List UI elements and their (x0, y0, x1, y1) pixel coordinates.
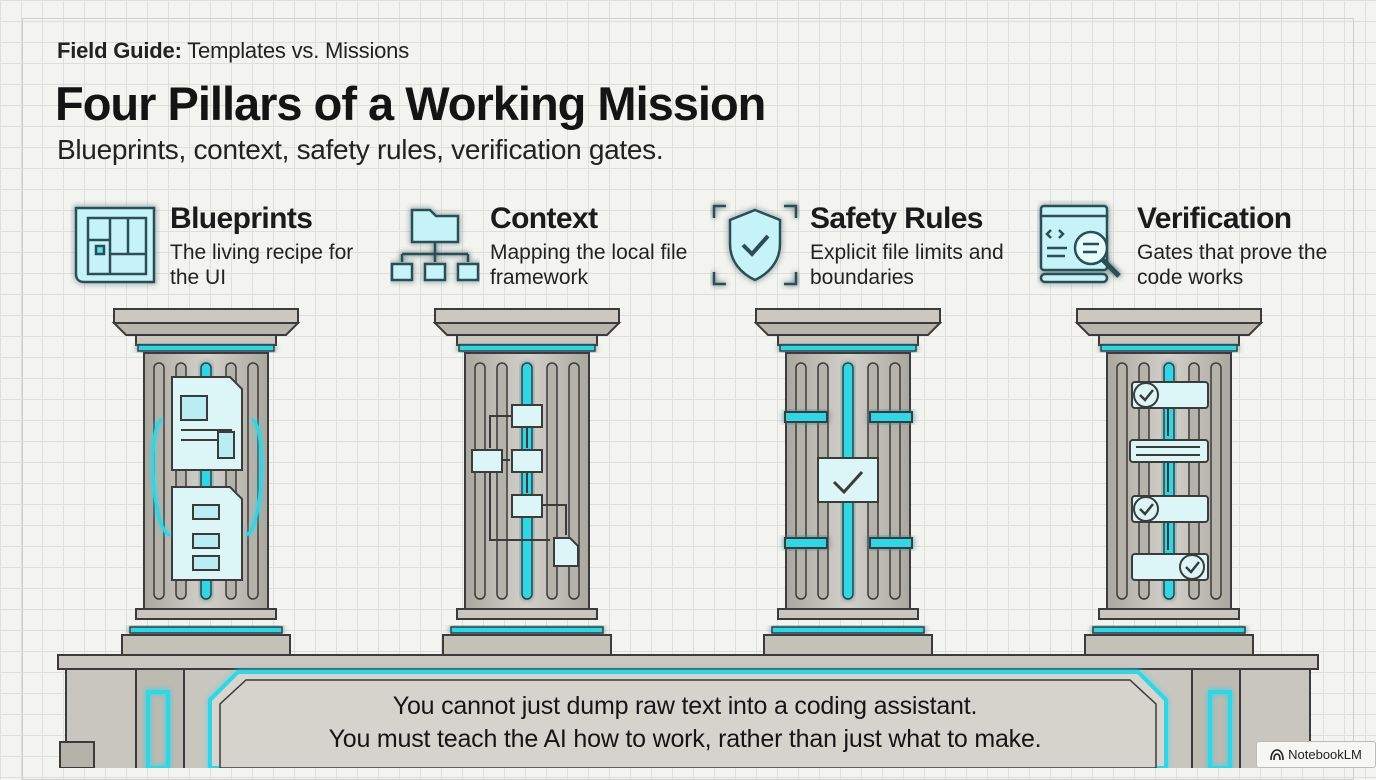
file-tree-icon (471, 404, 579, 567)
blueprint-icon (74, 206, 156, 284)
pillar-description: Mapping the local file framework (490, 241, 688, 289)
pillar-header-context: Context Mapping the local file framework (390, 200, 690, 300)
page-subtitle: Blueprints, context, safety rules, verif… (57, 134, 664, 165)
verification-gates-icon (1129, 381, 1209, 581)
page-title: Four Pillars of a Working Mission (55, 77, 766, 130)
pillar-header-safety: Safety Rules Explicit file limits and bo… (710, 200, 1010, 300)
blueprint-documents-icon (151, 376, 263, 581)
foundation-message: You cannot just dump raw text into a cod… (250, 690, 1120, 756)
safety-barrier-icon (784, 411, 913, 549)
foundation-line-2: You must teach the AI how to work, rathe… (328, 725, 1042, 753)
shield-check-icon (712, 204, 798, 286)
pillar-description: The living recipe for the UI (170, 241, 354, 289)
eyebrow: Field Guide: Templates vs. Missions (57, 38, 410, 63)
pillar-header-verification: Verification Gates that prove the code w… (1037, 200, 1337, 300)
notebooklm-badge[interactable]: NotebookLM (1256, 741, 1376, 768)
pillar-title: Safety Rules (810, 202, 983, 235)
foundation-line-1: You cannot just dump raw text into a cod… (392, 692, 978, 720)
pillar-title: Verification (1137, 202, 1292, 235)
pillar-blueprints (114, 309, 298, 655)
folder-tree-icon (390, 208, 480, 282)
badge-label: NotebookLM (1288, 747, 1362, 762)
pillar-header-blueprints: Blueprints The living recipe for the UI (70, 200, 370, 300)
foundation-slab (57, 654, 1319, 768)
pillar-title: Context (490, 202, 598, 235)
code-search-icon (1039, 204, 1121, 284)
pillar-description: Explicit file limits and boundaries (810, 241, 1004, 289)
pillar-description: Gates that prove the code works (1137, 241, 1328, 289)
pillar-title: Blueprints (170, 202, 313, 235)
notebooklm-logo-icon (1270, 748, 1284, 760)
